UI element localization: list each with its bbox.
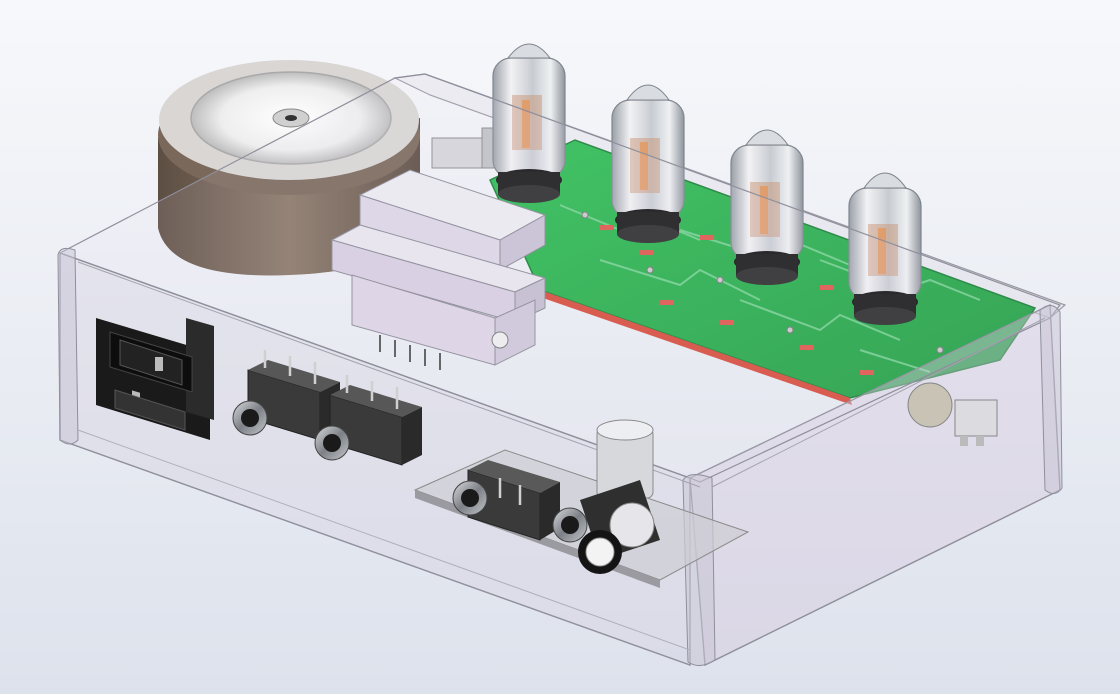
potentiometer-knob-icon — [578, 530, 622, 574]
power-transformer — [330, 169, 547, 370]
transformer-pins — [379, 335, 441, 370]
vacuum-tube-1 — [492, 43, 566, 203]
vacuum-tube-3 — [730, 129, 804, 285]
rear-connector — [431, 127, 499, 169]
audio-jack-2 — [314, 375, 422, 466]
toggle-switch — [907, 382, 998, 446]
potentiometer — [552, 419, 660, 560]
vacuum-tube-4 — [848, 172, 922, 325]
pcb-pins — [581, 211, 944, 354]
iec-power-inlet-icon — [96, 318, 214, 440]
vacuum-tube-2 — [611, 84, 685, 243]
audio-jack-3 — [452, 460, 560, 541]
enclosure — [57, 73, 1063, 667]
